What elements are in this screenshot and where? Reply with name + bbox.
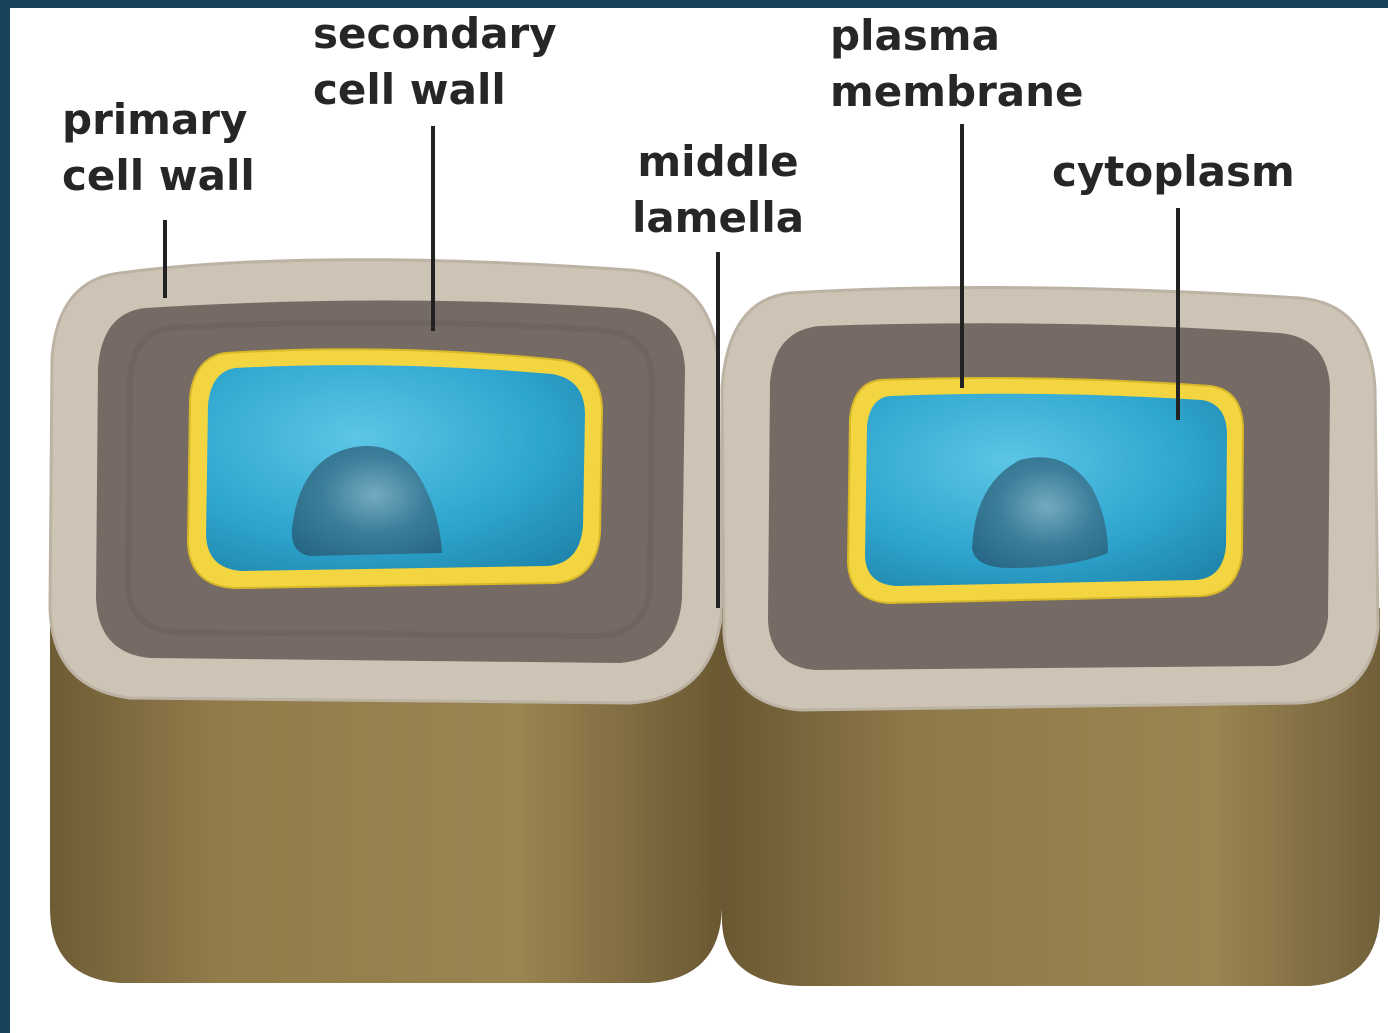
right-cell	[722, 288, 1380, 986]
left-cell	[50, 260, 722, 983]
label-plasma-membrane: plasma membrane	[830, 8, 1084, 120]
label-cytoplasm: cytoplasm	[1052, 144, 1295, 200]
label-middle-lamella: middle lamella	[628, 134, 808, 246]
label-primary-cell-wall: primary cell wall	[62, 92, 255, 204]
diagram-canvas: primary cell wall secondary cell wall mi…	[10, 8, 1388, 1033]
label-secondary-cell-wall: secondary cell wall	[313, 8, 557, 118]
